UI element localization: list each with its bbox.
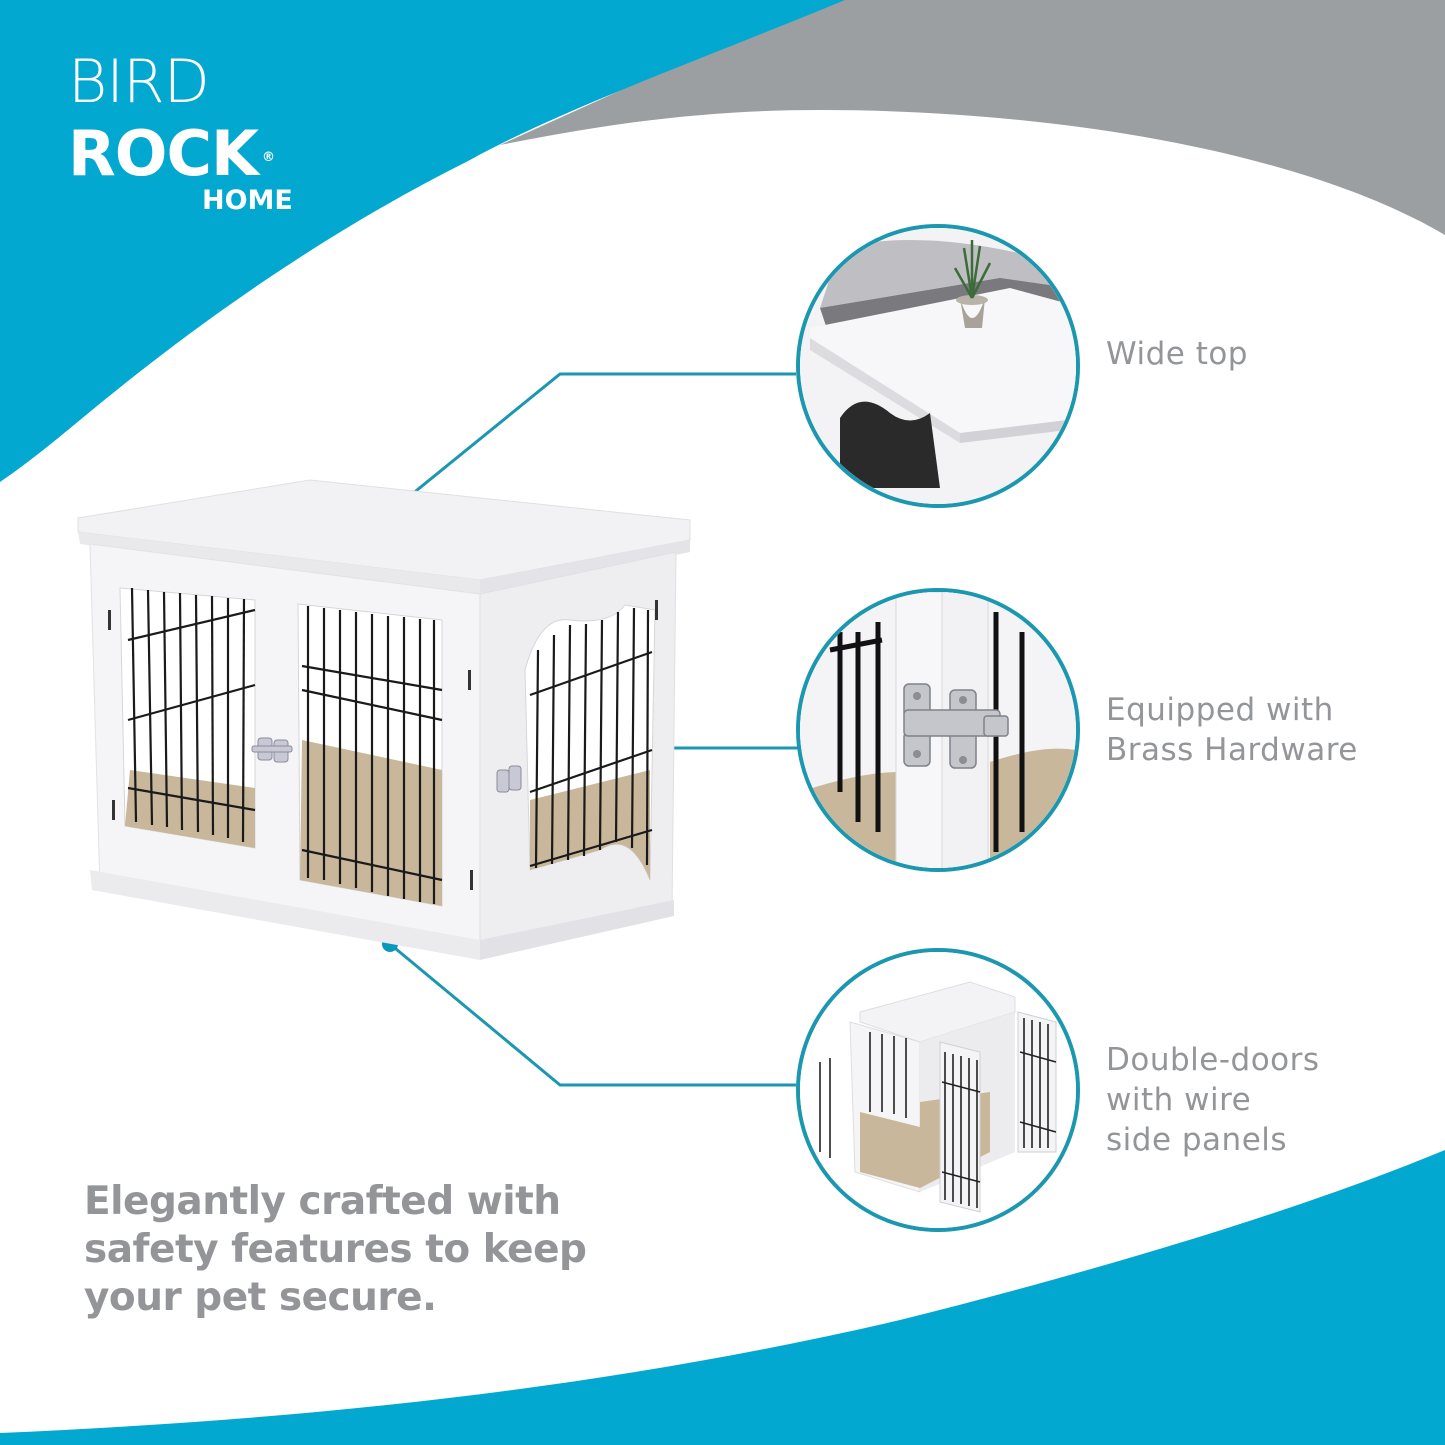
connector-double-doors [389, 942, 796, 1087]
gray-band [500, 0, 1445, 235]
blue-top-shape [0, 0, 845, 482]
callout-double-doors-image [796, 948, 1080, 1232]
logo-rock-text: ROCK® [68, 117, 275, 190]
tagline: Elegantly crafted with safety features t… [84, 1179, 587, 1320]
blue-bottom-shape [0, 1150, 1445, 1445]
product-crate-image [77, 479, 691, 960]
logo-bird-text: BIRD [68, 47, 210, 117]
connector-wide-top [389, 372, 796, 514]
callout-wide-top-image [796, 224, 1080, 508]
feature-label-brass-hardware: Equipped with Brass Hardware [1106, 692, 1358, 768]
logo-home-text: HOME [202, 185, 293, 216]
callout-brass-hardware-image [796, 588, 1080, 872]
brand-logo: BIRD ROCK® HOME [68, 52, 338, 216]
registered-mark: ® [262, 150, 275, 165]
feature-label-wide-top: Wide top [1106, 336, 1248, 372]
wide-top-closeup [800, 228, 1076, 504]
open-doors-view [800, 952, 1076, 1228]
feature-label-double-doors: Double-doors with wire side panels [1106, 1042, 1320, 1158]
latch-closeup [800, 592, 1076, 868]
